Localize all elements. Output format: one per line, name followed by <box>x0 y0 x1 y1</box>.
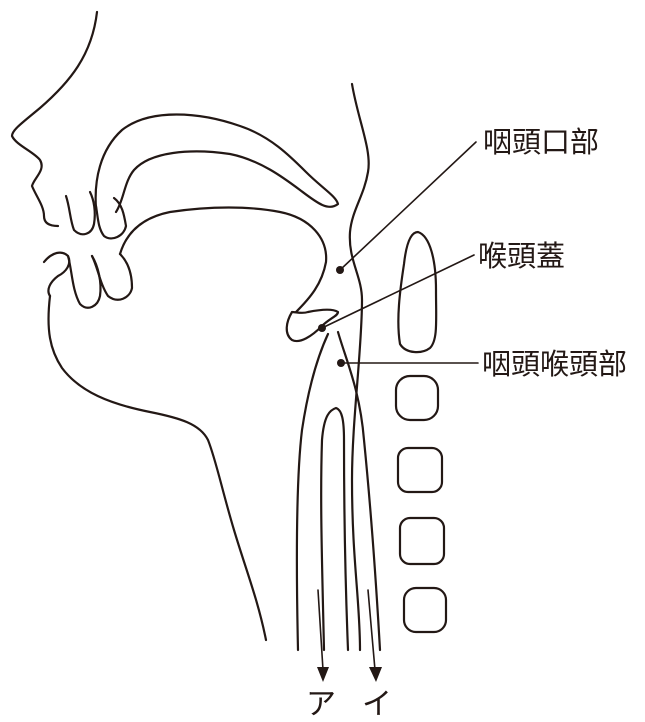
arrow-head-i <box>369 667 382 682</box>
upper-front-tooth <box>66 192 95 234</box>
arrow-shaft-i <box>368 590 375 670</box>
trachea <box>321 408 348 650</box>
pointer-dot-epiglottis <box>318 324 326 332</box>
posterior-pharyngeal-wall <box>350 84 369 650</box>
pointer-dot-laryngopharynx <box>337 359 345 367</box>
chin-neck <box>49 296 267 640</box>
arrow-head-a <box>317 667 329 682</box>
vertebra-5 <box>404 588 446 632</box>
pointer-dot-oropharynx <box>336 266 344 274</box>
leader-line-oropharynx <box>340 142 476 270</box>
lower-back-tooth <box>92 254 132 300</box>
epiglottis-shape <box>287 310 338 341</box>
vertebra-4 <box>400 518 444 564</box>
label-oropharynx: 咽頭口部 <box>483 125 599 159</box>
arrow-label-a: ア <box>306 687 336 722</box>
arrow-label-i: イ <box>362 687 392 722</box>
vertebra-2 <box>396 376 438 420</box>
tongue <box>120 208 326 313</box>
upper-back-tooth <box>96 198 126 238</box>
lower-lip <box>44 253 69 296</box>
vertebra-1 <box>398 232 436 352</box>
palate <box>96 115 338 213</box>
label-epiglottis: 喉頭蓋 <box>478 239 565 273</box>
label-laryngopharynx: 咽頭喉頭部 <box>482 347 627 381</box>
vertebra-3 <box>398 448 442 492</box>
face-profile-upper <box>12 12 97 226</box>
